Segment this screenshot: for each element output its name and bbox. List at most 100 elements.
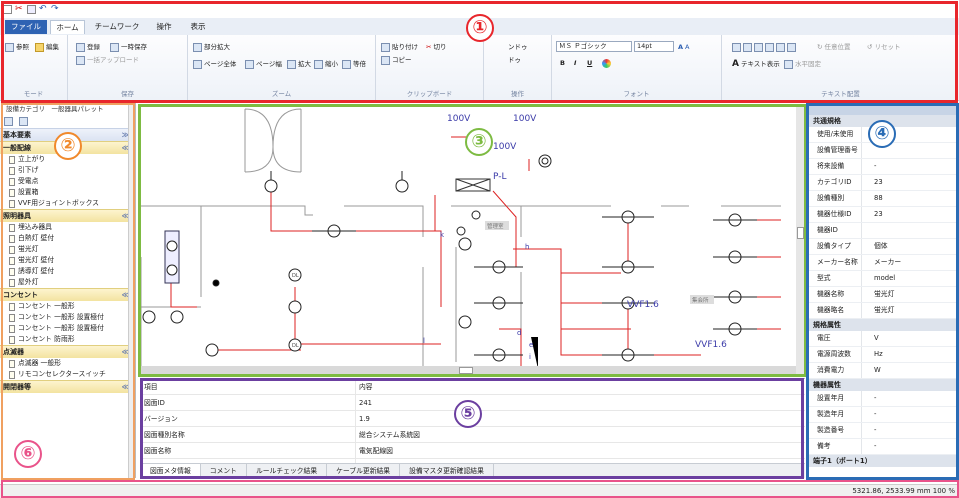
property-value[interactable] xyxy=(861,143,959,158)
property-value[interactable]: - xyxy=(861,423,959,438)
property-row[interactable]: 備考- xyxy=(809,439,959,455)
property-value[interactable]: - xyxy=(861,439,959,454)
palette-category[interactable]: コンセント≪ xyxy=(0,288,135,301)
property-row[interactable]: 機器名称蛍光灯 xyxy=(809,287,959,303)
palette-item[interactable]: VVF用ジョイントボックス xyxy=(0,198,135,209)
actual-size-button[interactable]: 等倍 xyxy=(342,58,366,70)
zoom-out-button[interactable]: 縮小 xyxy=(314,58,338,70)
property-value[interactable]: model xyxy=(861,271,959,286)
property-section-header[interactable]: 端子1（ポート1） xyxy=(809,455,959,467)
tab-view[interactable]: 表示 xyxy=(190,22,206,31)
palette-item[interactable]: 設置箱 xyxy=(0,187,135,198)
tab-home[interactable]: ホーム xyxy=(50,20,85,34)
copy-button[interactable]: コピー xyxy=(381,54,412,66)
metadata-row[interactable]: 項目内容 xyxy=(141,379,805,395)
property-row[interactable]: 設備タイプ個体 xyxy=(809,239,959,255)
palette-item[interactable]: 立上がり xyxy=(0,154,135,165)
copy-icon[interactable] xyxy=(27,5,36,14)
property-row[interactable]: 製造年月- xyxy=(809,407,959,423)
property-value[interactable]: 個体 xyxy=(861,239,959,254)
any-position-button[interactable]: ↻任意位置 xyxy=(817,43,851,51)
cut-icon[interactable]: ✂ xyxy=(15,4,23,14)
property-row[interactable]: 将来設備- xyxy=(809,159,959,175)
palette-category[interactable]: 開閉器等≪ xyxy=(0,380,135,393)
zoom-in-button[interactable]: 拡大 xyxy=(287,58,311,70)
metadata-tab[interactable]: コメント xyxy=(201,464,247,478)
palette-item[interactable]: コンセント 一般形 xyxy=(0,301,135,312)
new-icon[interactable] xyxy=(3,5,12,14)
drawing-horizontal-scrollbar[interactable] xyxy=(141,366,798,375)
metadata-tab[interactable]: ルールチェック結果 xyxy=(247,464,328,478)
redo-button[interactable]: ドゥ xyxy=(508,56,521,64)
palette-tabs[interactable]: 設備カテゴリ 一般器具パレット xyxy=(6,105,104,113)
property-row[interactable]: 機器略名蛍光灯 xyxy=(809,303,959,319)
property-section-header[interactable]: 規格属性 xyxy=(809,319,959,331)
property-row[interactable]: 機器ID xyxy=(809,223,959,239)
property-value[interactable]: W xyxy=(861,363,959,378)
metadata-tab[interactable]: 設備マスタ更新確認結果 xyxy=(400,464,494,478)
metadata-row[interactable]: 図面種別名称総合システム系統図 xyxy=(141,427,805,443)
property-value[interactable] xyxy=(861,223,959,238)
tab-file[interactable]: ファイル xyxy=(5,20,47,34)
page-width-button[interactable]: ページ幅 xyxy=(245,58,282,70)
reset-button[interactable]: ↺リセット xyxy=(867,43,901,51)
property-row[interactable]: 設置年月- xyxy=(809,391,959,407)
palette-item[interactable]: 誘導灯 壁付 xyxy=(0,266,135,277)
property-value[interactable]: 88 xyxy=(861,191,959,206)
property-value[interactable] xyxy=(861,127,959,142)
metadata-tab[interactable]: 図面メタ情報 xyxy=(141,464,201,478)
align-buttons[interactable] xyxy=(732,41,796,53)
palette-item[interactable]: 蛍光灯 xyxy=(0,244,135,255)
register-button[interactable]: 登録 xyxy=(76,41,100,53)
property-value[interactable]: 23 xyxy=(861,207,959,222)
underline-button[interactable]: U xyxy=(587,59,593,67)
metadata-tab[interactable]: ケーブル更新結果 xyxy=(327,464,401,478)
temp-save-button[interactable]: 一時保存 xyxy=(110,41,147,53)
property-row[interactable]: 設備管理番号 xyxy=(809,143,959,159)
property-value[interactable]: 蛍光灯 xyxy=(861,303,959,318)
drawing-vertical-scrollbar[interactable] xyxy=(796,107,805,375)
palette-scrollbar[interactable] xyxy=(128,103,135,478)
metadata-row[interactable]: 図面名称電気配線図 xyxy=(141,443,805,459)
edit-button[interactable]: 編集 xyxy=(35,41,59,53)
font-family-select[interactable]: ＭＳ Ｐゴシック xyxy=(556,41,632,52)
expand-all-icon[interactable] xyxy=(4,116,13,126)
palette-item[interactable]: 点滅器 一般形 xyxy=(0,358,135,369)
cut-button[interactable]: ✂切り xyxy=(426,43,447,51)
bold-button[interactable]: B xyxy=(560,59,565,67)
wiring-diagram[interactable]: 100V 100V 100V P-L VVF1.6 VVF1.6 k h l d… xyxy=(141,107,806,375)
palette-item[interactable]: 埋込み器具 xyxy=(0,222,135,233)
property-row[interactable]: メーカー名称メーカー xyxy=(809,255,959,271)
partial-zoom-button[interactable]: 部分拡大 xyxy=(193,41,230,53)
property-value[interactable]: 23 xyxy=(861,175,959,190)
palette-item[interactable]: コンセント 防雨形 xyxy=(0,334,135,345)
undo-icon[interactable]: ↶ xyxy=(39,4,47,14)
property-value[interactable]: Hz xyxy=(861,347,959,362)
property-value[interactable]: - xyxy=(861,159,959,174)
property-section-header[interactable]: 機器属性 xyxy=(809,379,959,391)
palette-item[interactable]: リモコンセレクタースイッチ xyxy=(0,369,135,380)
collapse-all-icon[interactable] xyxy=(19,116,28,126)
fix-horizontal-button[interactable]: 水平固定 xyxy=(784,58,821,70)
palette-item[interactable]: 屋外灯 xyxy=(0,277,135,288)
property-value[interactable]: V xyxy=(861,331,959,346)
tab-operation[interactable]: 操作 xyxy=(156,22,172,31)
font-size-select[interactable]: 14pt xyxy=(634,41,674,52)
paste-button[interactable]: 貼り付け xyxy=(381,41,418,53)
property-value[interactable]: 蛍光灯 xyxy=(861,287,959,302)
redo-icon[interactable]: ↷ xyxy=(51,4,59,14)
palette-item[interactable]: 蛍光灯 壁付 xyxy=(0,255,135,266)
palette-item[interactable]: 受電点 xyxy=(0,176,135,187)
batch-upload-button[interactable]: 一括アップロード xyxy=(76,54,139,66)
palette-item[interactable]: コンセント 一般形 設置極付 xyxy=(0,323,135,334)
palette-item[interactable]: コンセント 一般形 設置極付 xyxy=(0,312,135,323)
